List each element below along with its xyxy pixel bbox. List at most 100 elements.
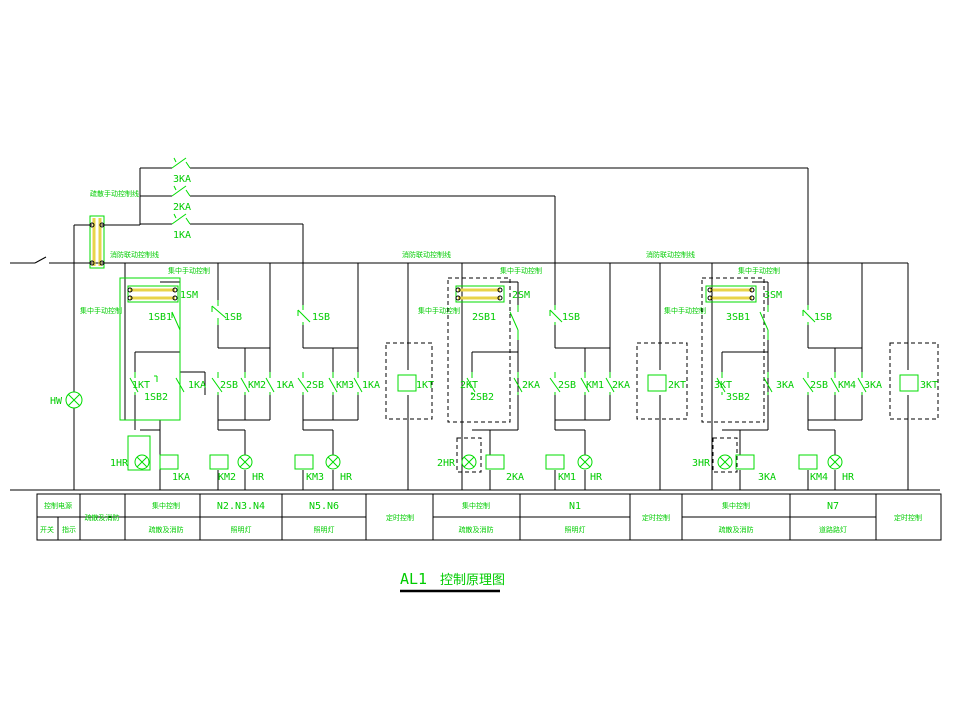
c3-km-coil-label: KM3	[306, 472, 324, 483]
c2-km-label: KM2	[248, 380, 266, 391]
annotations: 疏散手动控制线 消防联动控制线 消防联动控制线 消防联动控制线 集中手动控制 集…	[80, 189, 780, 315]
g2-ka-label: 2KA	[522, 380, 540, 391]
table-bottom-7: 照明灯	[565, 525, 586, 534]
bus-note-2: 消防联动控制线	[402, 250, 451, 259]
g3-ka-coil-label: 3KA	[758, 472, 776, 483]
g2-sm-label: 2SM	[512, 290, 530, 301]
c7-hr-label: HR	[842, 472, 855, 483]
g2-kt-label: 2KT	[460, 380, 478, 391]
c2-sb-label: 1SB	[224, 312, 242, 323]
timer-3: 3KT	[889, 342, 939, 420]
c2-hr-label: HR	[252, 472, 265, 483]
table-top-0: 控制电源	[44, 501, 72, 510]
g2-sb2-label: 2SB2	[470, 392, 494, 403]
c7-sb-label: 1SB	[814, 312, 832, 323]
group-note-2b: 集中手动控制	[418, 306, 460, 315]
g1-kt-label: 1KT	[132, 380, 150, 391]
feed-contact-3ka-label: 3KA	[173, 174, 191, 185]
g1-ka-label: 1KA	[188, 380, 206, 391]
c7-ka-label: 3KA	[864, 380, 882, 391]
g2-hr-label: 2HR	[437, 458, 456, 469]
table-bottom-4: 照明灯	[231, 525, 252, 534]
column-5-n1: 1SB 2SB KM1 2KA KM1 HR	[545, 305, 630, 483]
t3-label: 3KT	[920, 380, 938, 391]
group-note-2a: 集中手动控制	[500, 266, 542, 275]
c2-ka-label: 1KA	[276, 380, 294, 391]
group-note-3b: 集中手动控制	[664, 306, 706, 315]
g3-sb2-label: 3SB2	[726, 392, 750, 403]
hw-label: HW	[50, 396, 63, 407]
g1-ka-coil-label: 1KA	[172, 472, 190, 483]
table-top-4: 定时控制	[386, 513, 414, 522]
bus-note-3: 消防联动控制线	[646, 250, 695, 259]
table-top-8: 集中控制	[722, 501, 750, 510]
table-bottom-3: 疏散及消防	[149, 525, 184, 534]
c5-sb-b-label: 2SB	[558, 380, 576, 391]
table-top-3: N5.N6	[309, 501, 339, 512]
table-top-1: 集中控制	[152, 501, 180, 510]
c3-hr-label: HR	[340, 472, 353, 483]
c7-km-coil-label: KM4	[810, 472, 828, 483]
feed-contact-2ka-label: 2KA	[173, 202, 191, 213]
g1-hr-label: 1HR	[110, 458, 129, 469]
group-1-concentrated-control: 1SM 1SB1 1KT 1SB2 1KA 1HR 1KA	[110, 277, 206, 483]
c2-km-coil-label: KM2	[218, 472, 236, 483]
column-2-n2-n3-n4: 1SB 2SB KM2 1KA KM2 HR	[209, 300, 294, 483]
g1-sm-label: 1SM	[180, 290, 198, 301]
table-top-6: N1	[569, 501, 581, 512]
group-note-1a: 集中手动控制	[168, 266, 210, 275]
feed-note: 疏散手动控制线	[90, 189, 139, 198]
g3-ka-label: 3KA	[776, 380, 794, 391]
feed-contact-1ka-label: 1KA	[173, 230, 191, 241]
table-top-9: N7	[827, 501, 839, 512]
table-bottom-6: 疏散及消防	[459, 525, 494, 534]
g3-sm-label: 3SM	[764, 290, 782, 301]
table-top-2: N2.N3.N4	[217, 501, 265, 512]
c5-km-label: KM1	[586, 380, 604, 391]
t1-label: 1KT	[416, 380, 434, 391]
hw-lamp: HW	[50, 391, 83, 409]
title-code: AL1	[400, 570, 427, 588]
table-bottom-8: 疏散及消防	[719, 525, 754, 534]
table-top-7: 定时控制	[642, 513, 670, 522]
c3-sb-b-label: 2SB	[306, 380, 324, 391]
group-3-concentrated-control: 3SM 3SB1 3KT 3SB2 3KA 3HR 3KA	[692, 277, 794, 483]
g1-sb2-label: 1SB2	[144, 392, 168, 403]
timer-1: 1KT	[385, 342, 434, 420]
c3-km-label: KM3	[336, 380, 354, 391]
c5-km-coil-label: KM1	[558, 472, 576, 483]
c5-ka-label: 2KA	[612, 380, 630, 391]
table-bottom-0: 开关	[40, 525, 54, 534]
c5-sb-label: 1SB	[562, 312, 580, 323]
g2-sb1-label: 2SB1	[472, 312, 496, 323]
group-note-1b: 集中手动控制	[80, 306, 122, 315]
c2-sb-b-label: 2SB	[220, 380, 238, 391]
legend-table: 控制电源 集中控制 N2.N3.N4 N5.N6 定时控制 集中控制 N1 定时…	[36, 493, 942, 541]
c3-ka-label: 1KA	[362, 380, 380, 391]
group-2-concentrated-control: 2SM 2SB1 2KT 2SB2 2KA 2HR 2KA	[437, 277, 540, 483]
c7-km-label: KM4	[838, 380, 856, 391]
table-top-10: 定时控制	[894, 513, 922, 522]
supply-selector-switch	[89, 215, 105, 269]
group-note-3a: 集中手动控制	[738, 266, 780, 275]
column-3-n5-n6: 1SB 2SB KM3 1KA KM3 HR	[294, 305, 380, 483]
g2-ka-coil-label: 2KA	[506, 472, 524, 483]
c5-hr-label: HR	[590, 472, 603, 483]
column-7-n7: 1SB 2SB KM4 3KA KM4 HR	[798, 305, 882, 483]
timer-2: 2KT	[636, 342, 688, 420]
c3-sb-label: 1SB	[312, 312, 330, 323]
g3-sb1-label: 3SB1	[726, 312, 750, 323]
table-bottom-2: 疏散及消防	[85, 513, 120, 522]
g3-kt-label: 3KT	[714, 380, 732, 391]
table-top-5: 集中控制	[462, 501, 490, 510]
title-name: 控制原理图	[440, 573, 505, 588]
diagram-title: AL1 控制原理图	[400, 570, 505, 593]
table-bottom-5: 照明灯	[314, 525, 335, 534]
feed-contacts: 3KA 2KA 1KA	[171, 157, 191, 241]
table-bottom-1: 指示	[62, 525, 76, 534]
bus-note-1: 消防联动控制线	[110, 250, 159, 259]
g1-sb1-label: 1SB1	[148, 312, 172, 323]
t2-label: 2KT	[668, 380, 686, 391]
table-bottom-9: 道路路灯	[819, 525, 847, 534]
